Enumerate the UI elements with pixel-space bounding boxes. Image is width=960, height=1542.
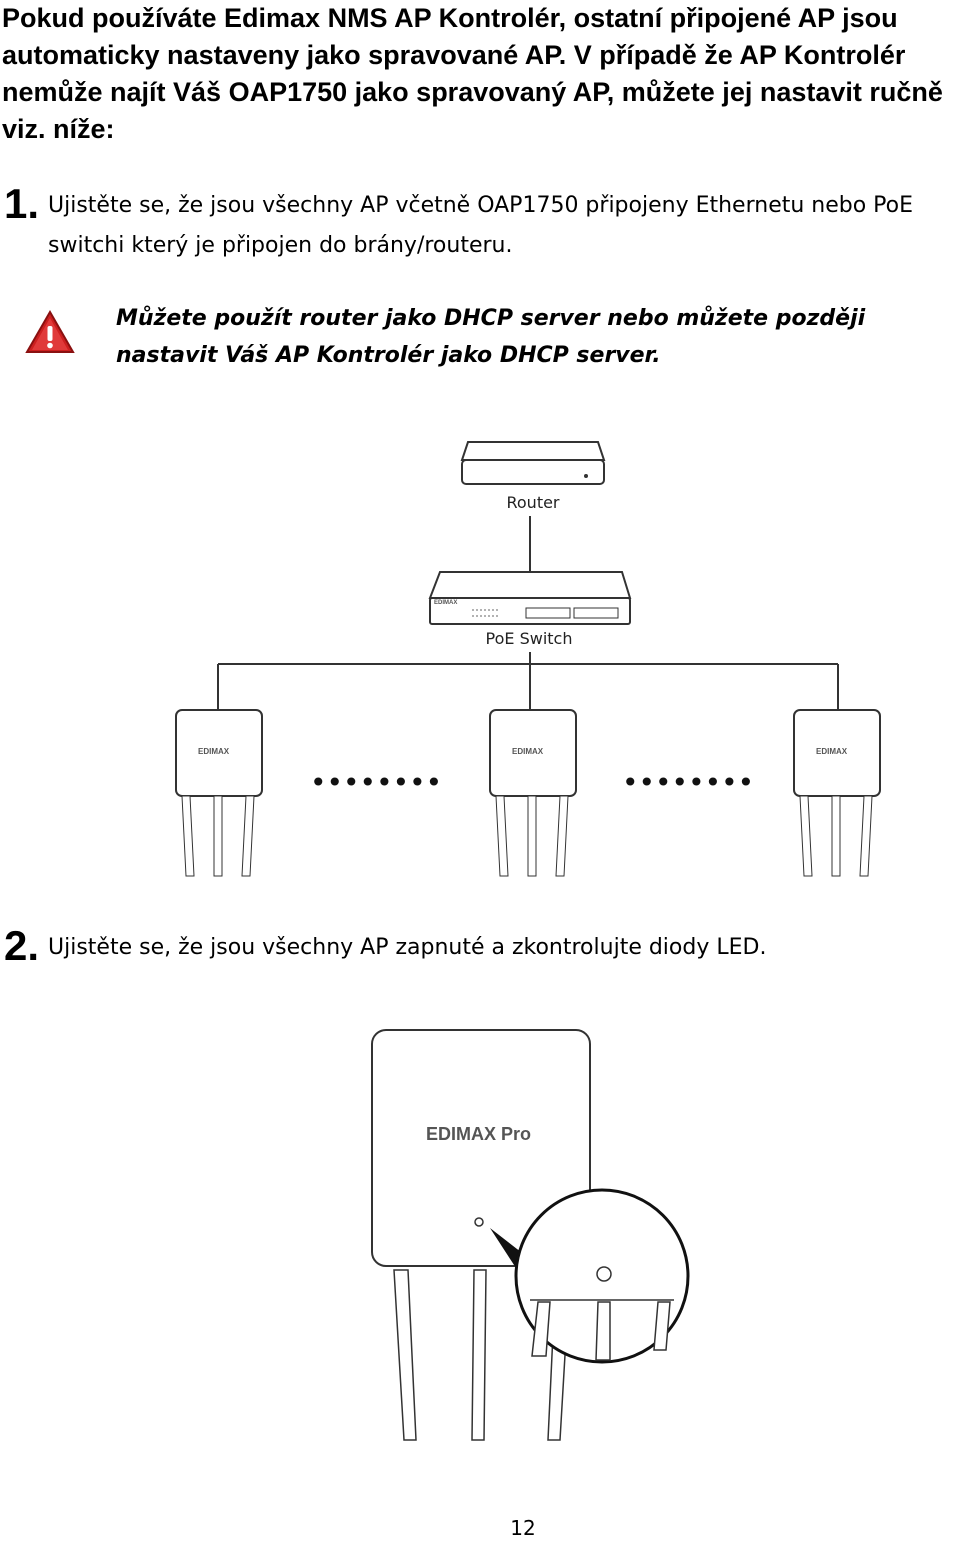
ellipsis-dots: ••••••••	[622, 766, 754, 799]
network-diagram: Router EDIMAX PoE Switch EDIMAX EDIMAX E…	[175, 441, 881, 877]
access-point-led-image: EDIMAX Pro	[371, 1029, 690, 1441]
warning-icon	[25, 309, 75, 353]
access-point-3: EDIMAX	[793, 709, 881, 877]
router-image	[460, 441, 606, 485]
ap-brand-logo: EDIMAX	[816, 747, 848, 756]
device-logo: EDIMAX Pro	[426, 1124, 531, 1144]
step-text: Ujistěte se, že jsou všechny AP včetně O…	[48, 193, 914, 258]
ellipsis-dots: ••••••••	[310, 766, 442, 799]
page-number: 12	[510, 1516, 536, 1540]
intro-paragraph: Pokud používáte Edimax NMS AP Kontrolér,…	[2, 3, 943, 144]
switch-label: PoE Switch	[486, 629, 573, 648]
note-text: Můžete použít router jako DHCP server ne…	[116, 306, 866, 368]
router-label: Router	[506, 493, 559, 512]
ap-brand-logo: EDIMAX	[198, 747, 230, 756]
step-text: Ujistěte se, že jsou všechny AP zapnuté …	[48, 935, 767, 960]
step-number: 1.	[4, 180, 40, 227]
access-point-1: EDIMAX	[175, 709, 263, 877]
poe-switch-image: EDIMAX	[428, 571, 632, 625]
ap-brand-logo: EDIMAX	[512, 747, 544, 756]
access-point-2: EDIMAX	[489, 709, 577, 877]
step-number: 2.	[4, 922, 40, 969]
switch-brand-logo: EDIMAX	[434, 600, 457, 606]
